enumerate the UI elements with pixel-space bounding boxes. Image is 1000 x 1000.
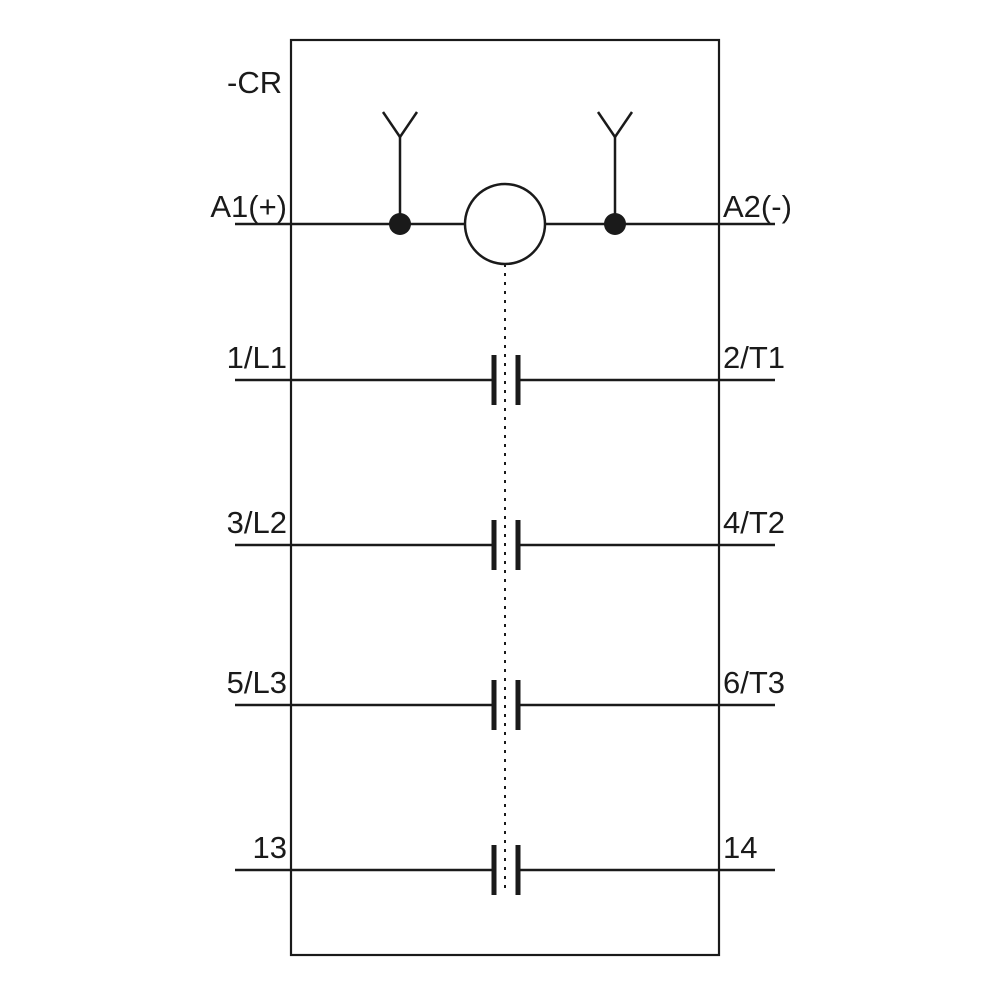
enclosure-border — [289, 38, 721, 957]
contact-right-label: 14 — [723, 830, 757, 865]
coil-terminal-a1-label: A1(+) — [210, 189, 287, 224]
contact-row: 13 14 — [235, 830, 775, 895]
coil-circuit: A1(+) A2(-) — [210, 111, 792, 266]
contact-row: 5/L3 6/T3 — [227, 665, 785, 730]
contact-right-label: 6/T3 — [723, 665, 785, 700]
contact-left-label: 3/L2 — [227, 505, 287, 540]
coil-symbol — [463, 182, 547, 266]
fork-symbol-left-icon — [381, 111, 402, 138]
contact-left-label: 5/L3 — [227, 665, 287, 700]
contact-right-label: 2/T1 — [723, 340, 785, 375]
contact-left-label: 1/L1 — [227, 340, 287, 375]
fork-symbol-right-icon — [596, 111, 617, 138]
fork-symbol-left-icon — [398, 111, 419, 138]
device-label: -CR — [227, 65, 282, 100]
fork-symbol-right-icon — [613, 111, 634, 138]
contact-right-label: 4/T2 — [723, 505, 785, 540]
contact-row: 1/L1 2/T1 — [227, 340, 785, 405]
coil-terminal-a2-label: A2(-) — [723, 189, 792, 224]
contact-left-label: 13 — [253, 830, 287, 865]
contact-row: 3/L2 4/T2 — [227, 505, 785, 570]
